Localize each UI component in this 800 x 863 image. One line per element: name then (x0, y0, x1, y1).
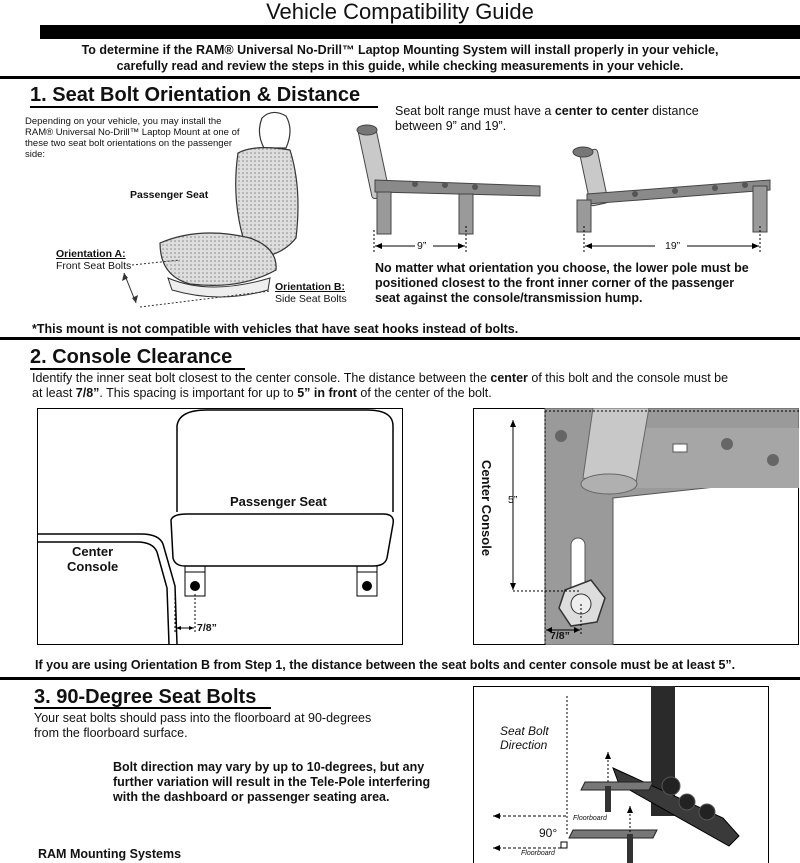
step1-heading-underline (30, 106, 378, 108)
floorboard-label-upper: Floorboard (573, 815, 607, 822)
dimension-9in: 9” (417, 240, 427, 252)
seat-hook-warning: *This mount is not compatible with vehic… (32, 322, 519, 336)
note-line-3: seat against the console/transmission hu… (375, 291, 643, 305)
console-label: Console (67, 559, 119, 574)
section-divider (0, 677, 800, 680)
step1-heading: 1. Seat Bolt Orientation & Distance (30, 84, 361, 106)
section-divider (0, 76, 800, 79)
mount-bracket-illustrations (356, 124, 771, 254)
desc-b: center (490, 371, 528, 385)
angle-label: 90° (539, 826, 558, 840)
orientation-a-subtitle: Front Seat Bolts (56, 260, 132, 272)
desc-g: 5” in front (297, 386, 357, 400)
passenger-seat-illustration (159, 111, 299, 298)
intro-line-2: carefully read and review the steps in t… (116, 59, 684, 73)
desc-a: Identify the inner seat bolt closest to … (32, 371, 491, 385)
bolt-variation-note: Bolt direction may vary by up to 10-degr… (113, 760, 430, 805)
desc-e: 7/8” (75, 386, 100, 400)
lower-pole-note: No matter what orientation you choose, t… (375, 261, 795, 306)
bolt-range-text: Seat bolt range must have a center to ce… (395, 104, 775, 134)
section-divider (0, 337, 800, 340)
range-post: distance (648, 104, 699, 118)
bolt-dir-2: Direction (500, 738, 548, 752)
orientation-a-title: Orientation A: (56, 248, 126, 260)
seat-bolt-angle-diagram (473, 686, 769, 863)
note-line-2: positioned closest to the front inner co… (375, 276, 735, 290)
step3-description: Your seat bolts should pass into the flo… (34, 711, 371, 741)
note-line-3: with the dashboard or passenger seating … (113, 790, 390, 804)
dimension-7-8in: 7/8” (197, 622, 217, 634)
orientation-b-console-note: If you are using Orientation B from Step… (35, 658, 736, 672)
page-title: Vehicle Compatibility Guide (266, 0, 534, 24)
desc-h: of the center of the bolt. (356, 386, 492, 400)
note-line-1: Bolt direction may vary by up to 10-degr… (113, 760, 425, 774)
dimension-5in: 5” (508, 494, 518, 506)
step3-heading-underline (34, 707, 271, 709)
orientation-b-title: Orientation B: (275, 281, 345, 293)
dimension-19in: 19” (665, 240, 681, 252)
desc-line-1: Your seat bolts should pass into the flo… (34, 711, 372, 725)
floorboard-label-lower: Floorboard (521, 850, 555, 857)
intro-line-1: To determine if the RAM® Universal No-Dr… (81, 43, 719, 57)
step1-description: Depending on your vehicle, you may insta… (25, 116, 240, 160)
center-label: Center (72, 544, 114, 559)
range-pre: Seat bolt range must have a (395, 104, 555, 118)
console-clearance-diagram (37, 408, 403, 645)
console-photo-diagram (473, 408, 799, 645)
footer-brand: RAM Mounting Systems (38, 847, 182, 861)
intro-text: To determine if the RAM® Universal No-Dr… (40, 42, 760, 74)
note-line-2: further variation will result in the Tel… (113, 775, 431, 789)
orientation-arrows (122, 259, 271, 308)
range-line-2: between 9” and 19”. (395, 119, 507, 133)
bracket-9in (356, 124, 541, 235)
passenger-seat-label: Passenger Seat (130, 189, 209, 201)
bolt-dir-1: Seat Bolt (500, 724, 549, 738)
range-bold: center to center (554, 104, 649, 118)
seat-bolt-direction-label: Seat Bolt Direction (500, 724, 549, 752)
step2-description: Identify the inner seat bolt closest to … (32, 371, 782, 401)
passenger-seat-label-2: Passenger Seat (230, 494, 327, 509)
step3-heading: 3. 90-Degree Seat Bolts (34, 686, 257, 708)
orientation-b-subtitle: Side Seat Bolts (275, 293, 347, 305)
step2-heading: 2. Console Clearance (30, 346, 233, 368)
desc-c: of this bolt and the console must be (527, 371, 729, 385)
desc-line-2: from the floorboard surface. (34, 726, 188, 740)
desc-d: at least (32, 386, 76, 400)
step2-heading-underline (30, 368, 245, 370)
note-line-1: No matter what orientation you choose, t… (375, 261, 749, 275)
desc-f: . This spacing is important for up to (99, 386, 298, 400)
dimension-7-8in-b: 7/8” (550, 630, 570, 642)
center-console-vertical-label: Center Console (479, 460, 494, 557)
title-bar (40, 25, 800, 39)
bracket-19in (572, 146, 771, 233)
